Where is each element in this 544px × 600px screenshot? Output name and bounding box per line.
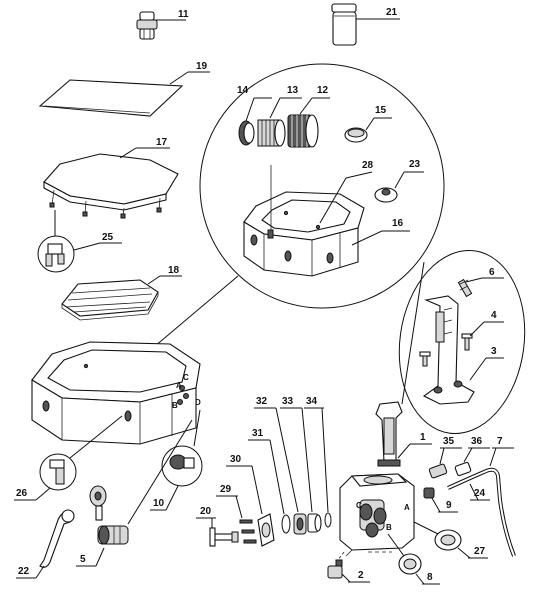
part-23-valve-cap — [374, 187, 398, 203]
label-11: 11 — [178, 9, 189, 20]
part-30-flange — [257, 513, 275, 547]
label-26: 26 — [16, 488, 28, 499]
label-28: 28 — [362, 160, 374, 171]
label-8: 8 — [427, 572, 433, 583]
part-11-connector — [136, 11, 158, 40]
part-33-connector — [307, 513, 322, 533]
label-29: 29 — [220, 484, 232, 495]
label-19: 19 — [196, 61, 208, 72]
part-25-cover-buckle — [37, 210, 75, 273]
label-15: 15 — [375, 105, 387, 116]
port-label-b-pump: B — [386, 523, 392, 532]
label-35: 35 — [443, 436, 455, 447]
part-4-screw — [461, 333, 473, 351]
label-36: 36 — [471, 436, 483, 447]
part-31-o-ring — [281, 514, 291, 534]
part-27-ring — [413, 521, 462, 551]
label-16: 16 — [392, 218, 404, 229]
spa-body — [31, 341, 201, 445]
label-21: 21 — [386, 7, 398, 18]
label-27: 27 — [474, 546, 486, 557]
part-14-filter-ring — [238, 120, 255, 146]
label-22: 22 — [18, 566, 30, 577]
label-3: 3 — [491, 346, 497, 357]
pump-unit — [339, 473, 415, 557]
part-22-wrench — [39, 509, 75, 568]
part-1-control-handle — [375, 401, 403, 467]
part-12-filter-housing — [287, 114, 319, 148]
part-18-floor-mat — [61, 279, 159, 321]
part-29-screws — [239, 519, 257, 544]
part-15-plug — [344, 127, 368, 143]
label-7: 7 — [497, 436, 503, 447]
part-20-key — [209, 527, 239, 547]
port-label-c-body: C — [183, 373, 189, 382]
part-16-spa-body-detail — [243, 165, 365, 277]
part-36-hose-fitting — [454, 461, 472, 477]
part-26-cover-lock — [39, 415, 123, 491]
port-label-c-pump: C — [356, 501, 362, 510]
label-34: 34 — [306, 396, 318, 407]
port-label-a-pump: A — [404, 503, 410, 512]
label-32: 32 — [256, 396, 268, 407]
label-2: 2 — [358, 570, 364, 581]
part-5-valve — [89, 485, 129, 545]
part-17-cover — [43, 153, 179, 219]
label-31: 31 — [252, 428, 264, 439]
label-6: 6 — [489, 267, 495, 278]
part-10-drain-valve — [161, 409, 203, 487]
part-9-connector — [423, 487, 435, 499]
label-33: 33 — [282, 396, 294, 407]
part-3-pump-stand — [422, 295, 475, 405]
label-17: 17 — [156, 137, 168, 148]
label-5: 5 — [80, 554, 86, 565]
part-7-hose — [447, 467, 516, 557]
label-14: 14 — [237, 85, 249, 96]
part-34-o-ring — [324, 512, 332, 528]
part-13-filter-cartridge — [257, 119, 286, 147]
label-4: 4 — [491, 310, 497, 321]
port-label-b-body: B — [172, 401, 178, 410]
label-24: 24 — [474, 488, 486, 499]
port-label-a-body: A — [176, 381, 182, 390]
label-23: 23 — [409, 159, 421, 170]
part-2-connector — [327, 551, 345, 579]
label-9: 9 — [446, 500, 452, 511]
label-18: 18 — [168, 265, 180, 276]
label-25: 25 — [102, 232, 114, 243]
label-20: 20 — [200, 506, 212, 517]
label-30: 30 — [230, 454, 242, 465]
part-8-ring — [387, 533, 422, 575]
part-32-nut — [293, 513, 307, 535]
label-12: 12 — [317, 85, 329, 96]
part-19-ground-cloth — [38, 79, 184, 117]
part-21-bottle — [331, 3, 357, 46]
part-35-connector — [428, 463, 448, 479]
label-1: 1 — [420, 432, 426, 443]
port-label-d-body: D — [195, 398, 201, 407]
part-3-screw — [419, 351, 431, 367]
label-10: 10 — [153, 498, 165, 509]
part-6-screw — [457, 278, 473, 298]
label-13: 13 — [287, 85, 299, 96]
